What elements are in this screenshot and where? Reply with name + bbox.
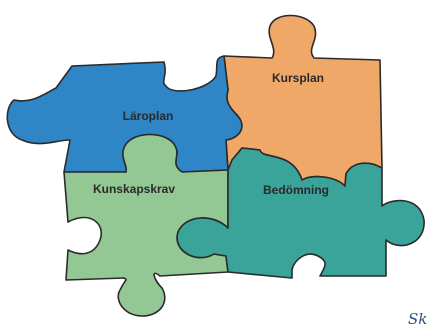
kunskapskrav-piece: [63, 133, 229, 317]
laroplan-label: Läroplan: [123, 109, 174, 123]
bedomning-piece: [176, 147, 425, 279]
kunskapskrav-label: Kunskapskrav: [93, 182, 175, 196]
bedomning-label: Bedömning: [263, 183, 329, 197]
corner-script-text: Sk: [408, 310, 427, 328]
kursplan-label: Kursplan: [272, 71, 324, 85]
laroplan-piece: [6, 55, 243, 173]
